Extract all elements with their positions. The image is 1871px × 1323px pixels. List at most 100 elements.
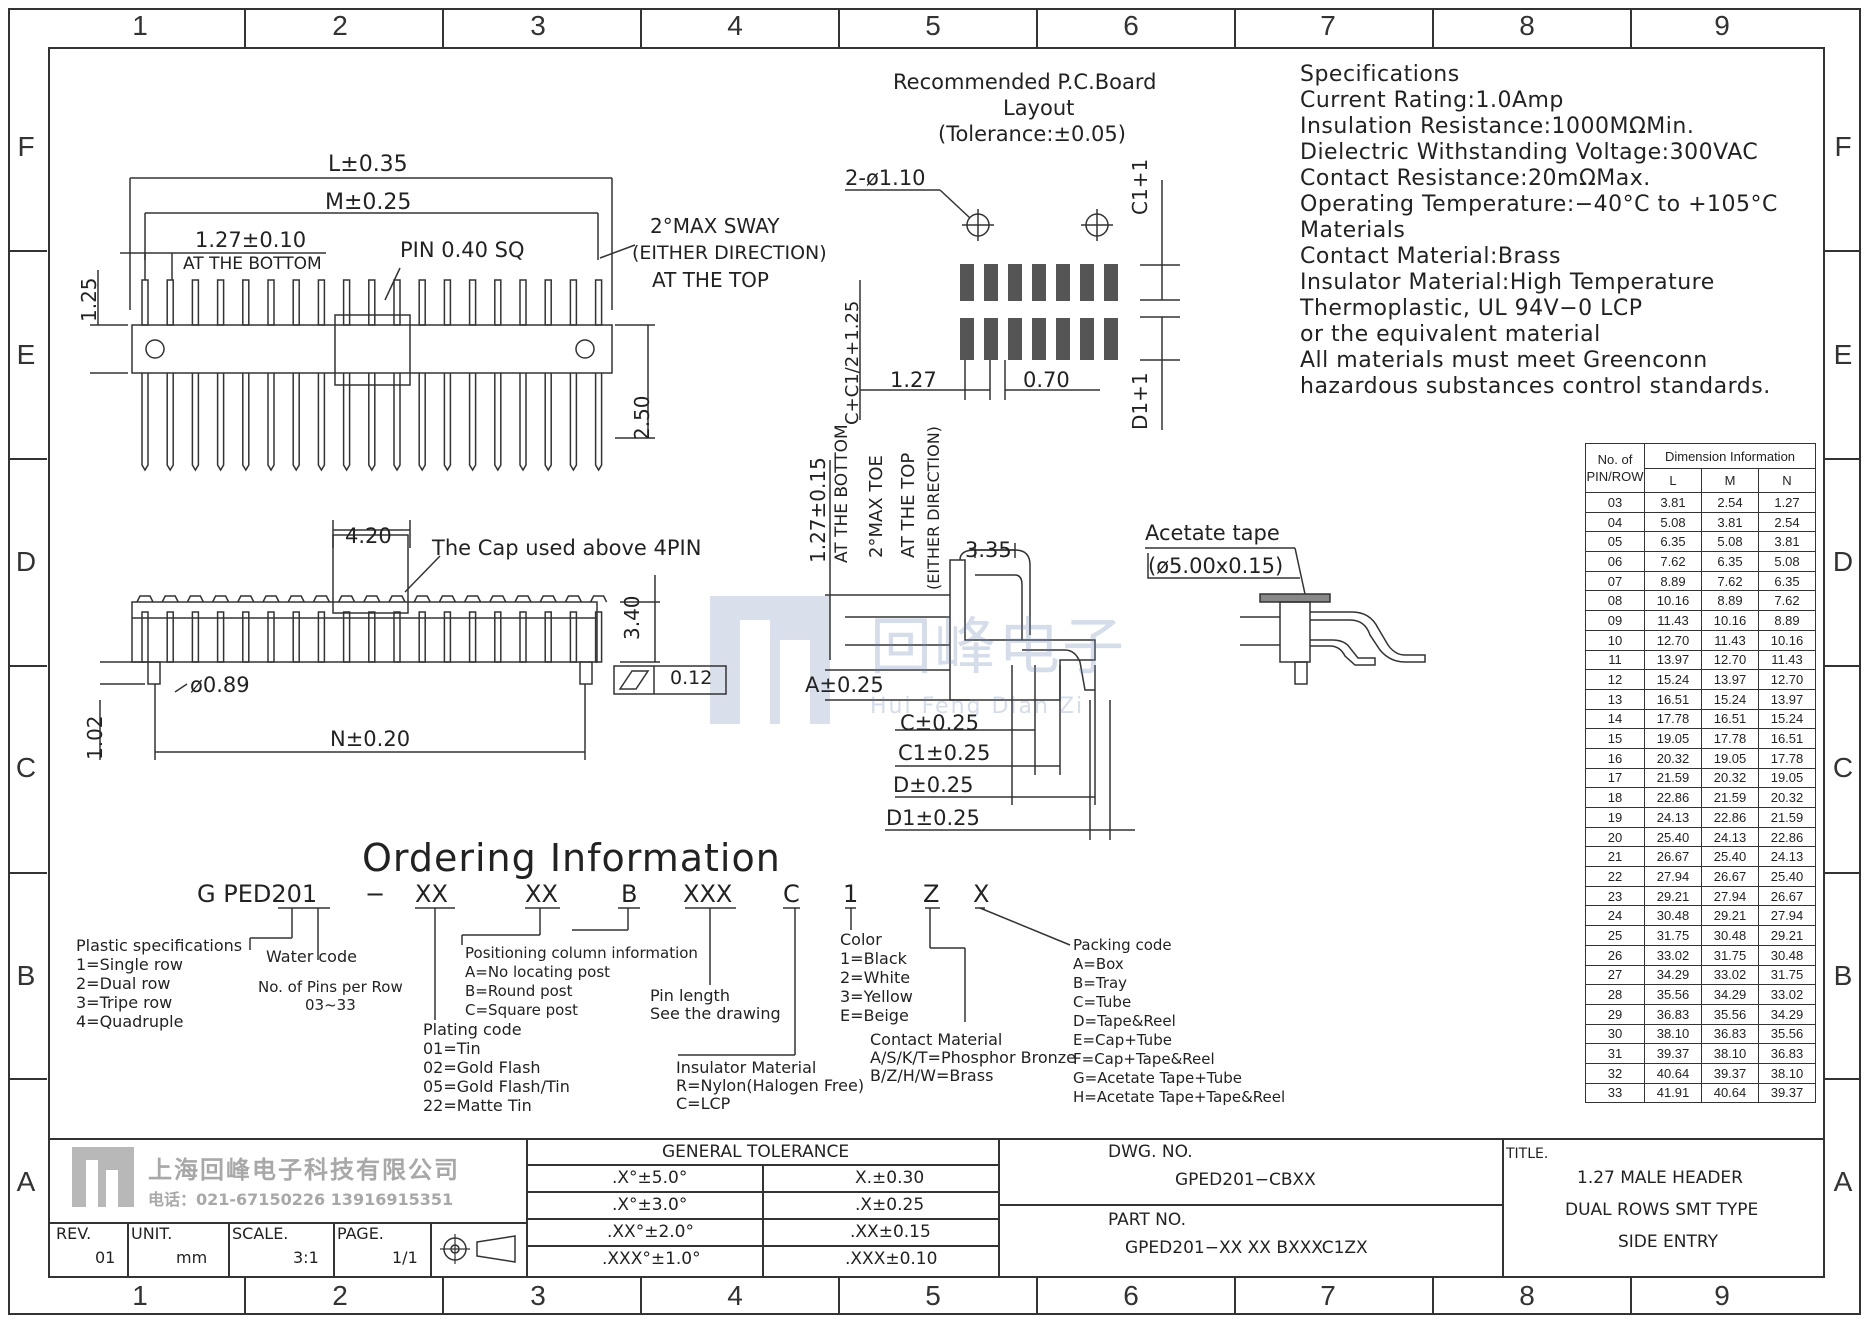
ordering-code-part: XX: [525, 880, 558, 908]
pcb-c1-label: C1+1: [1128, 158, 1152, 215]
grid-row-label-right: C: [1832, 752, 1854, 783]
front-pin: [191, 611, 200, 663]
front-pin-tip: [262, 595, 280, 603]
top-pin-upper: [544, 279, 552, 326]
table-cell: 12.70: [1701, 649, 1759, 671]
packing-code-line: G=Acetate Tape+Tube: [1073, 1069, 1242, 1087]
grid-tick: [1823, 665, 1861, 667]
part-value: GPED201−XX XX BXXXC1ZX: [1125, 1238, 1368, 1258]
table-cell: 06: [1585, 551, 1645, 572]
drawing-inner-frame: [48, 47, 1825, 1278]
top-pin-upper: [569, 279, 578, 326]
pcb-pad-width-label: 0.70: [1023, 368, 1070, 392]
top-pin-upper: [368, 279, 376, 326]
top-pin-lower: [569, 373, 578, 472]
dim-1-02: 1.02: [83, 715, 107, 760]
top-view-outline: [90, 177, 655, 439]
table-cell: 13.97: [1644, 649, 1702, 671]
table-cell: 6.35: [1701, 551, 1759, 572]
pin-length-line: See the drawing: [650, 1004, 781, 1023]
toe-note-1: 2°MAX TOE: [866, 455, 887, 558]
pcb-d1-label: D1+1: [1128, 372, 1152, 430]
table-cell: 33: [1585, 1082, 1645, 1104]
table-cell: 13.97: [1701, 669, 1759, 690]
dim-1-25: 1.25: [77, 277, 101, 322]
tolerance-angular: .X°±5.0°: [612, 1168, 688, 1188]
title-block-divider-2: [998, 1138, 1000, 1276]
drawing-outer-frame: [8, 8, 1861, 1315]
grid-tick: [244, 1276, 246, 1314]
front-pin: [393, 611, 401, 663]
d-dimension: D±0.25: [893, 773, 974, 797]
grid-tick: [9, 665, 47, 667]
title-block-div-scale: [228, 1222, 230, 1276]
table-cell: 38.10: [1758, 1062, 1816, 1084]
pins-per-row-line: No. of Pins per Row: [258, 978, 403, 996]
table-cell: 12.70: [1758, 669, 1816, 690]
table-cell: 6.35: [1644, 531, 1702, 553]
packing-code-line: A=Box: [1073, 955, 1124, 973]
packing-code-line: C=Tube: [1073, 993, 1132, 1011]
company-phone: 电话：021-67150226 13916915351: [148, 1190, 454, 1209]
table-cell: 25.40: [1701, 846, 1759, 868]
front-pin: [166, 611, 174, 663]
m-dimension: M±0.25: [325, 190, 412, 215]
contact-material-line: Contact Material: [870, 1030, 1003, 1049]
grid-tick: [640, 1276, 642, 1314]
tolerance-linear: .XXX±0.10: [845, 1249, 938, 1269]
grid-row-label-left: B: [16, 960, 36, 991]
dwg-label: DWG. NO.: [1108, 1142, 1193, 1162]
front-pin: [267, 611, 275, 663]
table-cell: 21: [1585, 846, 1645, 868]
contact-material-line: A/S/K/T=Phosphor Bronze: [870, 1048, 1076, 1067]
front-pin: [519, 611, 527, 663]
top-pin-upper: [141, 279, 149, 326]
table-cell: 29: [1585, 1003, 1645, 1025]
tolerance-angular: .XXX°±1.0°: [602, 1249, 701, 1269]
insulator-line: R=Nylon(Halogen Free): [676, 1076, 865, 1095]
front-pin-tip: [237, 595, 255, 603]
pcb-c-formula-label: C+C1/2+1.25: [842, 300, 863, 425]
part-label: PART NO.: [1108, 1210, 1186, 1230]
color-line: 3=Yellow: [840, 987, 913, 1006]
table-cell: 16.51: [1758, 728, 1816, 749]
front-view-pins: [136, 595, 608, 663]
spec-line: or the equivalent material: [1300, 322, 1601, 347]
grid-col-label-top: 7: [1320, 10, 1336, 41]
plastic-spec-line: 1=Single row: [76, 955, 183, 974]
cap-width-dimension: 4.20: [345, 524, 392, 548]
table-cell: 25.40: [1644, 826, 1702, 848]
grid-tick: [838, 1276, 840, 1314]
insulator-line: Insulator Material: [676, 1058, 817, 1077]
table-cell: 05: [1585, 531, 1645, 553]
table-cell: 33.02: [1758, 984, 1816, 1005]
table-col-header: M: [1701, 468, 1759, 493]
table-cell: 12.70: [1644, 629, 1702, 651]
table-cell: 15.24: [1701, 688, 1759, 710]
side-pitch-bottom: 1.27±0.15: [806, 457, 830, 563]
front-pin-tip: [211, 595, 230, 603]
title-block-div-symbol: [430, 1222, 432, 1276]
spec-line: Dielectric Withstanding Voltage:300VAC: [1300, 140, 1759, 165]
table-cell: 35.56: [1644, 984, 1702, 1005]
table-cell: 27.94: [1701, 885, 1759, 907]
plating-line: 05=Gold Flash/Tin: [423, 1077, 570, 1096]
grid-tick: [9, 1078, 47, 1080]
front-pin: [317, 611, 326, 663]
pcb-pitch-label: 1.27: [890, 368, 937, 392]
pitch-at-bottom-note: AT THE BOTTOM: [183, 254, 322, 274]
table-cell: 24.13: [1758, 846, 1816, 868]
height-dimension: 3.40: [620, 595, 644, 640]
grid-row-label-left: E: [16, 339, 36, 370]
table-cell: 10.16: [1758, 629, 1816, 651]
grid-tick: [9, 458, 47, 460]
title-line: 1.27 MALE HEADER: [1577, 1168, 1743, 1188]
ordering-code-part: B: [621, 880, 638, 908]
